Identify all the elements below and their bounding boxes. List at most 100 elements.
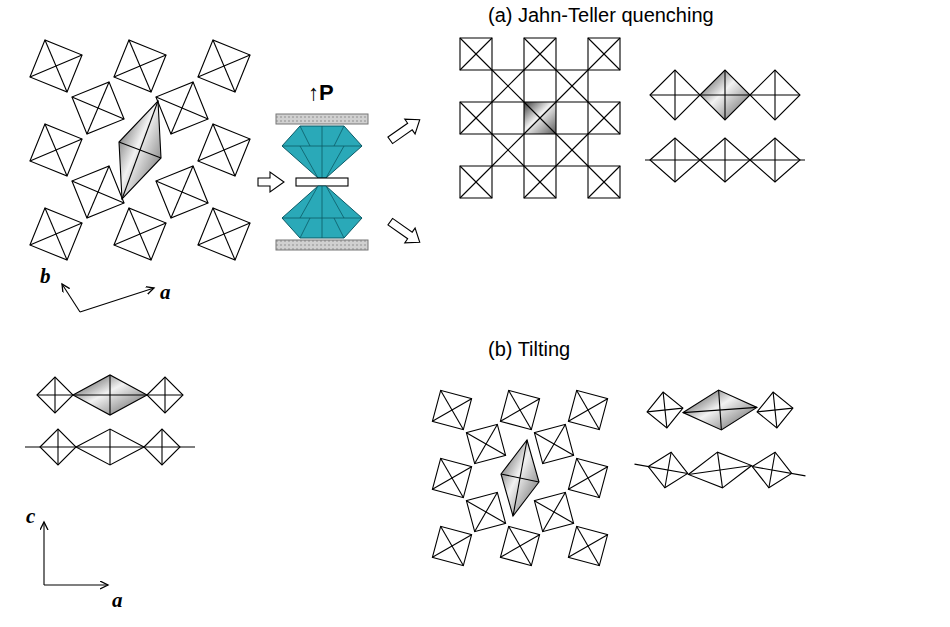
gasket (296, 178, 348, 186)
octahedron (700, 138, 750, 182)
octahedron-edge (773, 392, 777, 428)
octahedron (466, 492, 505, 531)
octahedron-edge (164, 377, 165, 413)
octahedron-edge (724, 138, 725, 182)
octahedron-edge (119, 142, 161, 158)
octahedron (568, 526, 607, 565)
octahedron-edge (663, 392, 667, 428)
anvil-facet (326, 146, 344, 178)
octahedron (432, 526, 471, 565)
octahedron (460, 166, 492, 198)
diamond-anvil (282, 126, 362, 178)
panel-title: (b) Tilting (488, 338, 570, 361)
octahedron (686, 448, 754, 493)
octahedron (588, 102, 620, 134)
axis-arrow (62, 284, 80, 312)
process-arrow (258, 172, 284, 192)
octahedron (76, 429, 144, 465)
octahedron (144, 429, 180, 465)
anvil-facet (326, 186, 344, 218)
anvil-facet (300, 126, 310, 146)
anvil-facet (322, 126, 323, 178)
octahedron (72, 82, 124, 134)
octahedron (645, 390, 685, 430)
octahedron (755, 390, 795, 430)
octahedron-edge (674, 70, 675, 120)
octahedron (30, 124, 82, 176)
jt-octahedron (682, 387, 759, 432)
process-arrow (385, 214, 425, 249)
octahedron (492, 70, 524, 102)
octahedron-edge (717, 452, 722, 488)
octahedron (750, 70, 800, 120)
anvil-facet (334, 218, 344, 238)
octahedron (30, 208, 82, 260)
anvil-facet (322, 186, 323, 238)
octahedron (40, 429, 76, 465)
octahedron-edge (635, 464, 688, 473)
octahedron-edge (501, 474, 539, 482)
octahedron-group (682, 387, 759, 432)
anvil-facet (334, 126, 344, 146)
octahedron (432, 458, 471, 497)
octahedron-group (645, 390, 685, 430)
octahedron (198, 208, 250, 260)
octahedron-edge (769, 452, 775, 487)
octahedron (588, 166, 620, 198)
octahedron (749, 449, 795, 491)
diamond-anvil (282, 186, 362, 238)
octahedron-edge (109, 429, 110, 465)
regular-octahedron (700, 70, 750, 120)
octahedron-edge (674, 138, 675, 182)
jt-octahedron (119, 101, 161, 199)
octahedron-edge (54, 377, 55, 413)
pressure-label: ↑P (308, 80, 334, 105)
octahedron-edge (719, 390, 722, 430)
octahedron (568, 390, 607, 429)
jt-octahedron (73, 375, 147, 415)
axis-label: a (112, 588, 123, 612)
octahedron-edge (774, 70, 775, 120)
octahedron (72, 166, 124, 218)
octahedron (534, 492, 573, 531)
octahedron-group (631, 446, 690, 491)
octahedron-edge (161, 429, 162, 465)
axis-label: b (40, 264, 51, 288)
octahedron-edge (724, 70, 725, 120)
octahedron-group (686, 448, 754, 493)
axis-arrow (80, 288, 154, 312)
octahedron-edge (57, 429, 58, 465)
octahedron (198, 40, 250, 92)
anvil-facet (300, 146, 318, 178)
anvil-plate (276, 240, 368, 250)
octahedron-edge (109, 375, 110, 415)
octahedron-edge (524, 102, 556, 134)
octahedron (30, 40, 82, 92)
octahedron (750, 138, 800, 182)
axis-arrow (44, 584, 108, 585)
octahedron-edge (524, 102, 556, 134)
process-arrow (385, 112, 425, 147)
octahedron (500, 390, 539, 429)
octahedron (156, 166, 208, 218)
octahedron (432, 390, 471, 429)
octahedron (492, 134, 524, 166)
jt-octahedron (501, 440, 539, 516)
anvil-facet (300, 186, 318, 218)
octahedron (466, 424, 505, 463)
octahedron (588, 38, 620, 70)
panel-title: (a) Jahn-Teller quenching (488, 4, 714, 27)
octahedron (114, 40, 166, 92)
octahedron (524, 38, 556, 70)
octahedron (460, 102, 492, 134)
octahedron (650, 70, 700, 120)
octahedron (568, 458, 607, 497)
octahedron (534, 424, 573, 463)
octahedron-group (755, 390, 795, 430)
octahedron (156, 82, 208, 134)
anvil-facet (300, 218, 310, 238)
octahedron (147, 377, 183, 413)
octahedron (460, 38, 492, 70)
